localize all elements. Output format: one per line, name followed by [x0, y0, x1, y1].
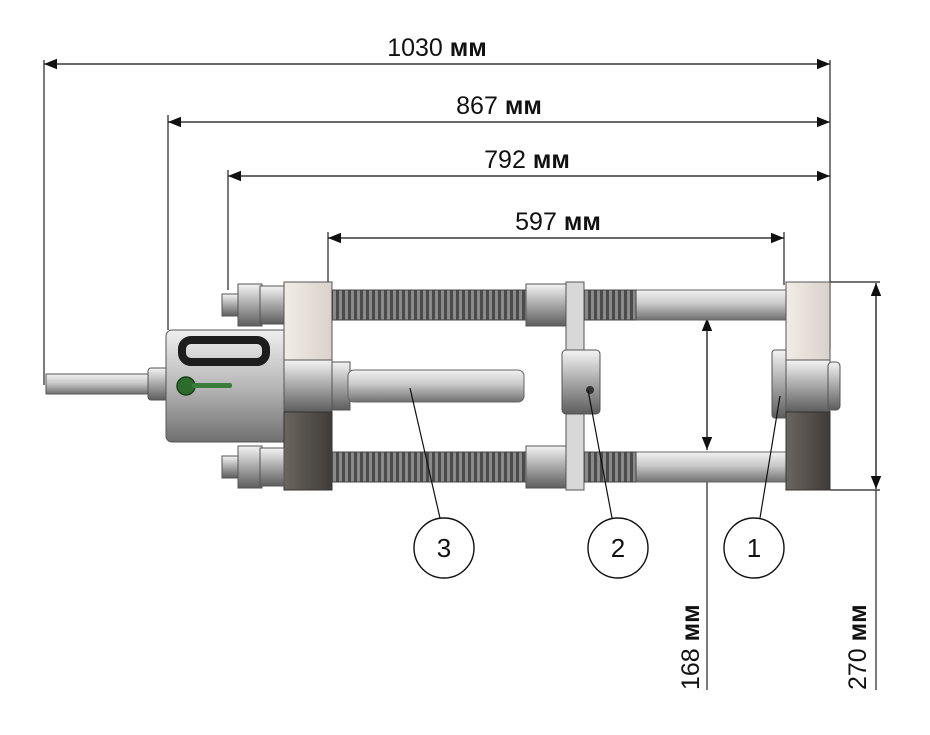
- dimension-168: 168 мм: [677, 318, 713, 690]
- callout-2-label: 2: [611, 533, 625, 563]
- svg-text:168 мм: 168 мм: [677, 604, 705, 690]
- dim-792-value: 792: [484, 146, 526, 174]
- dim-867-value: 867: [456, 92, 498, 120]
- dimension-792: 792 мм: [228, 146, 830, 182]
- right-crosshead: [785, 281, 841, 491]
- puller-plate: [561, 281, 601, 491]
- dim-597-value: 597: [515, 208, 557, 236]
- svg-text:1030 мм: 1030 мм: [387, 34, 487, 62]
- dim-597-unit: мм: [564, 208, 601, 236]
- dim-1030-value: 1030: [387, 34, 443, 62]
- svg-text:867 мм: 867 мм: [456, 92, 542, 120]
- upper-thread-mid: [583, 289, 637, 321]
- upper-left-nut: [221, 283, 285, 327]
- dimension-1030: 1030 мм: [44, 34, 830, 70]
- dimension-867: 867 мм: [168, 92, 830, 128]
- dim-270-unit: мм: [844, 604, 872, 641]
- dim-270-value: 270: [844, 648, 872, 690]
- piston-rod: [347, 369, 525, 403]
- svg-text:597 мм: 597 мм: [515, 208, 601, 236]
- drive-shaft: [45, 373, 159, 395]
- leader-lines: [409, 387, 781, 519]
- svg-text:792 мм: 792 мм: [484, 146, 570, 174]
- left-crosshead: [283, 281, 333, 491]
- upper-middle-nut: [525, 283, 569, 327]
- dim-168-unit: мм: [677, 604, 705, 641]
- svg-text:270 мм: 270 мм: [844, 604, 872, 690]
- callout-2: 2: [587, 517, 649, 579]
- dim-792-unit: мм: [533, 146, 570, 174]
- valve-lever: [192, 383, 232, 388]
- dim-1030-unit: мм: [450, 34, 487, 62]
- callout-3-label: 3: [437, 533, 451, 563]
- upper-threaded-rod: [331, 289, 533, 321]
- lower-threaded-rod: [331, 451, 533, 483]
- puller-device: [45, 281, 841, 491]
- piston-collar: [331, 361, 351, 411]
- dimension-597: 597 мм: [328, 208, 784, 244]
- dim-168-value: 168: [677, 648, 705, 690]
- callout-1: 1: [723, 517, 785, 579]
- lower-left-nut: [221, 445, 285, 489]
- lower-thread-mid: [583, 451, 637, 483]
- dimension-270: 270 мм: [844, 283, 882, 690]
- lower-middle-nut: [525, 445, 569, 489]
- hydraulic-cylinder: [165, 329, 291, 443]
- handle: [178, 336, 270, 366]
- callout-1-label: 1: [747, 533, 761, 563]
- dim-867-unit: мм: [505, 92, 542, 120]
- extension-lines: [43, 60, 880, 690]
- callout-3: 3: [413, 517, 475, 579]
